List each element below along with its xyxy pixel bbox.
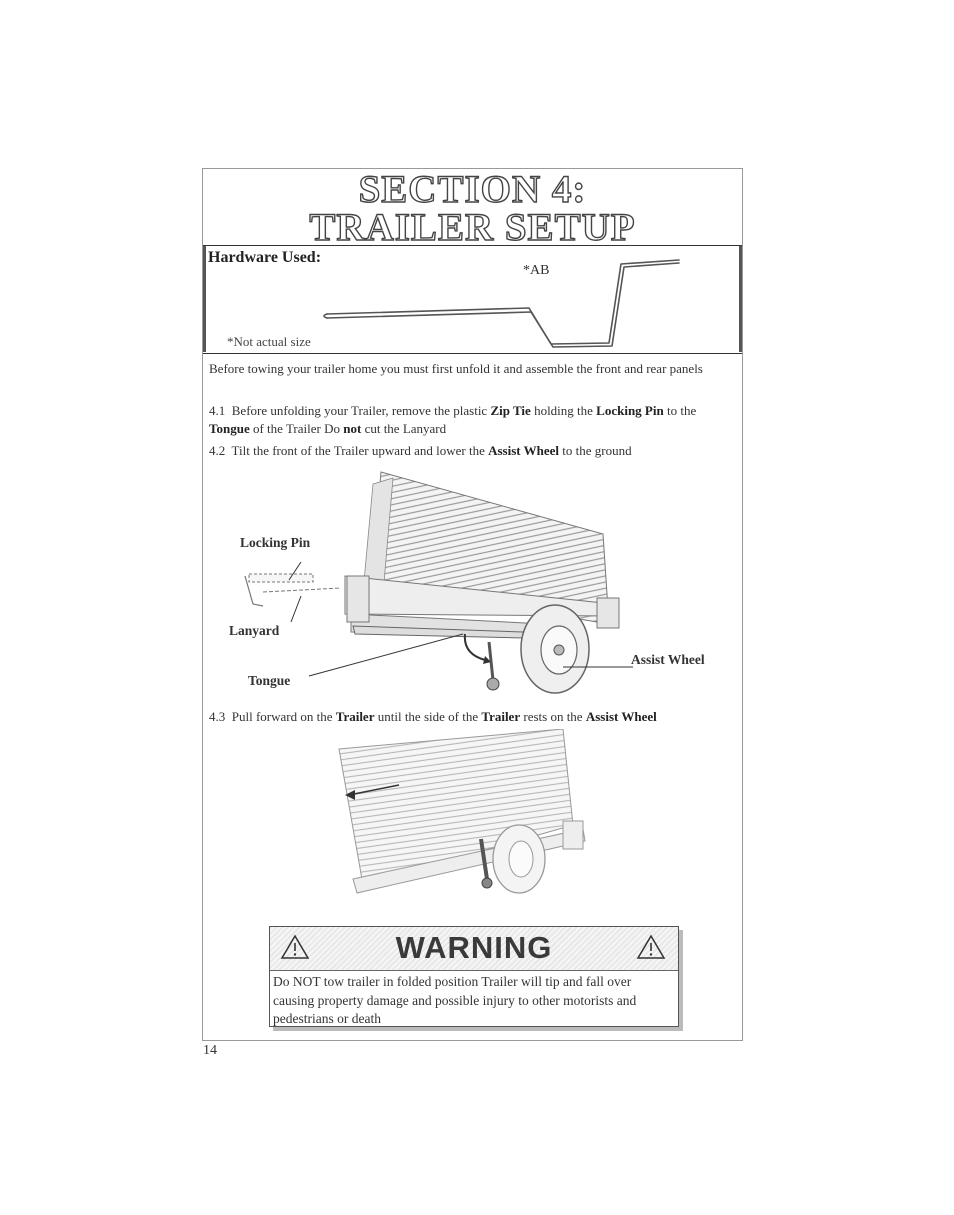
step-4-1: 4.1 Before unfolding your Trailer, remov…: [209, 403, 697, 436]
part-code: *AB: [523, 263, 550, 278]
label-locking-pin: Locking Pin: [240, 535, 311, 550]
section-title-line1: SECTION 4:: [358, 168, 587, 211]
assist-handle-illustration: [323, 259, 680, 348]
section-title-line2: TRAILER SETUP: [309, 206, 636, 249]
step-4-2: 4.2 Tilt the front of the Trailer upward…: [209, 443, 632, 458]
warning-title: WARNING: [395, 930, 553, 965]
warning-triangle-icon: [636, 934, 666, 959]
page-frame: SECTION 4: TRAILER SETUP Hardware Used: …: [202, 168, 743, 1041]
hardware-box: Hardware Used: *AB *Not actual size: [203, 245, 742, 354]
label-tongue: Tongue: [248, 673, 291, 688]
intro-paragraph: Before towing your trailer home you must…: [209, 361, 703, 376]
trailer-on-side-illustration: [338, 729, 586, 894]
page-number: 14: [203, 1043, 217, 1058]
section-title: SECTION 4: TRAILER SETUP: [203, 168, 742, 249]
label-assist-wheel: Assist Wheel: [631, 652, 705, 667]
warning-text: Do NOT tow trailer in folded position Tr…: [273, 974, 637, 1026]
warning-triangle-icon: [280, 934, 310, 959]
warning-header: WARNING: [270, 927, 678, 971]
tilted-trailer-illustration: [244, 471, 633, 694]
hardware-label: Hardware Used:: [208, 249, 322, 266]
not-actual-size-note: *Not actual size: [227, 334, 311, 349]
step-4-3: 4.3 Pull forward on the Trailer until th…: [209, 709, 657, 724]
label-lanyard: Lanyard: [229, 623, 280, 638]
warning-box: WARNING Do NOT tow trailer in folded pos…: [269, 926, 679, 1027]
